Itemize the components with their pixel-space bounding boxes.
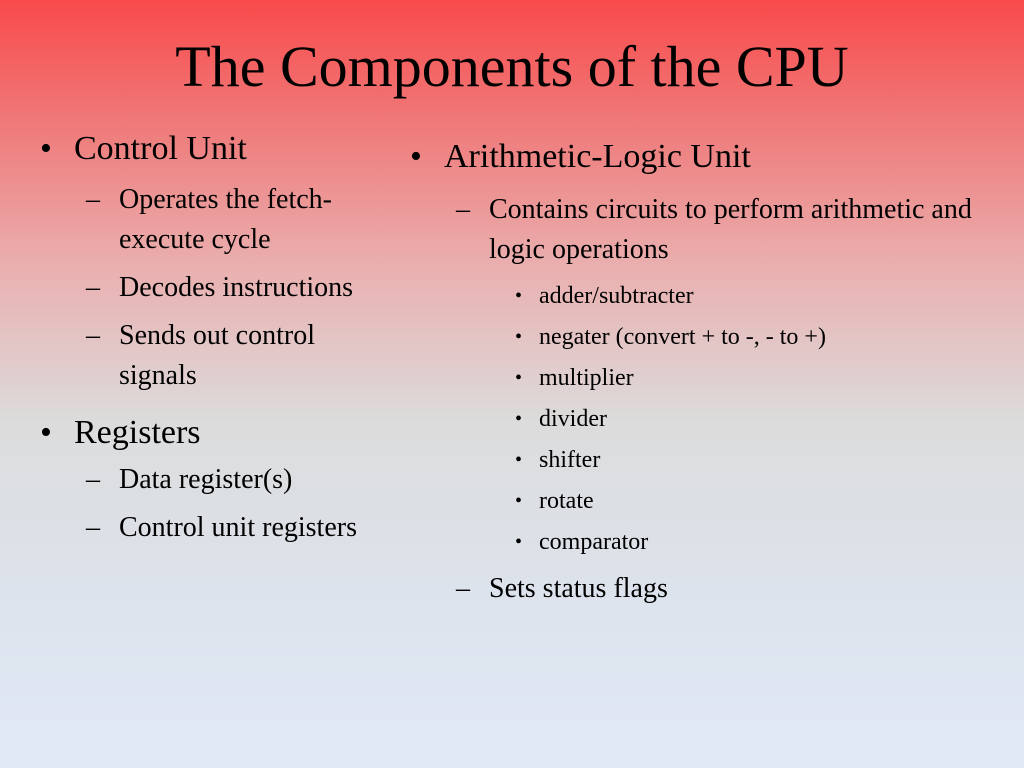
sub-item: – Decodes instructions — [40, 268, 370, 308]
sub-item-text: Decodes instructions — [119, 272, 354, 303]
circuit-text: adder/subtracter — [539, 283, 694, 309]
slide-title: The Components of the CPU — [175, 34, 849, 99]
left-column: • Control Unit – Operates the fetch-exec… — [40, 128, 370, 548]
sub-item: – Control unit registers — [40, 508, 370, 548]
dash-marker: – — [86, 320, 100, 351]
bullet-marker: • — [515, 367, 523, 389]
sub-item: – Operates the fetch-execute cycle — [40, 180, 370, 260]
dash-marker: – — [86, 512, 100, 543]
circuit-text: multiplier — [539, 365, 634, 391]
circuit-item: • negater (convert + to -, - to +) — [410, 317, 1010, 358]
bullet-label: Arithmetic-Logic Unit — [444, 138, 751, 175]
dash-marker: – — [456, 194, 470, 225]
dash-marker: – — [456, 573, 470, 604]
bullet-marker: • — [410, 138, 422, 175]
circuit-item: • rotate — [410, 481, 1010, 522]
sub-item: – Sends out control signals — [40, 316, 370, 396]
circuit-text: rotate — [539, 488, 594, 514]
bullet-marker: • — [40, 130, 52, 167]
right-column: • Arithmetic-Logic Unit – Contains circu… — [410, 136, 1010, 609]
bullet-marker: • — [515, 449, 523, 471]
sub-item-text: Sends out control signals — [119, 320, 315, 391]
bullet-marker: • — [40, 414, 52, 451]
circuit-text: shifter — [539, 447, 601, 473]
bullet-control-unit: • Control Unit — [40, 128, 370, 170]
circuit-item: • comparator — [410, 522, 1010, 563]
bullet-marker: • — [515, 490, 523, 512]
circuit-item: • multiplier — [410, 358, 1010, 399]
bullet-marker: • — [515, 285, 523, 307]
dash-marker: – — [86, 464, 100, 495]
dash-marker: – — [86, 184, 100, 215]
bullet-marker: • — [515, 531, 523, 553]
sub-item-text: Control unit registers — [119, 512, 357, 543]
circuit-text: comparator — [539, 529, 649, 555]
sub-item: – Sets status flags — [410, 569, 1010, 609]
bullet-label: Registers — [74, 414, 201, 451]
circuit-text: negater (convert + to -, - to +) — [539, 324, 826, 350]
circuit-text: divider — [539, 406, 607, 432]
circuit-item: • shifter — [410, 440, 1010, 481]
sub-item-text: Sets status flags — [489, 573, 668, 604]
circuit-item: • divider — [410, 399, 1010, 440]
bullet-label: Control Unit — [74, 130, 247, 167]
dash-marker: – — [86, 272, 100, 303]
bullet-alu: • Arithmetic-Logic Unit — [410, 136, 1010, 178]
circuit-item: • adder/subtracter — [410, 276, 1010, 317]
sub-item-text: Data register(s) — [119, 464, 293, 495]
sub-item: – Data register(s) — [40, 460, 370, 500]
bullet-marker: • — [515, 326, 523, 348]
sub-item: – Contains circuits to perform arithmeti… — [410, 190, 1010, 270]
bullet-marker: • — [515, 408, 523, 430]
sub-item-text: Contains circuits to perform arithmetic … — [489, 194, 972, 265]
sub-item-text: Operates the fetch-execute cycle — [119, 184, 332, 255]
bullet-registers: • Registers — [40, 412, 370, 454]
